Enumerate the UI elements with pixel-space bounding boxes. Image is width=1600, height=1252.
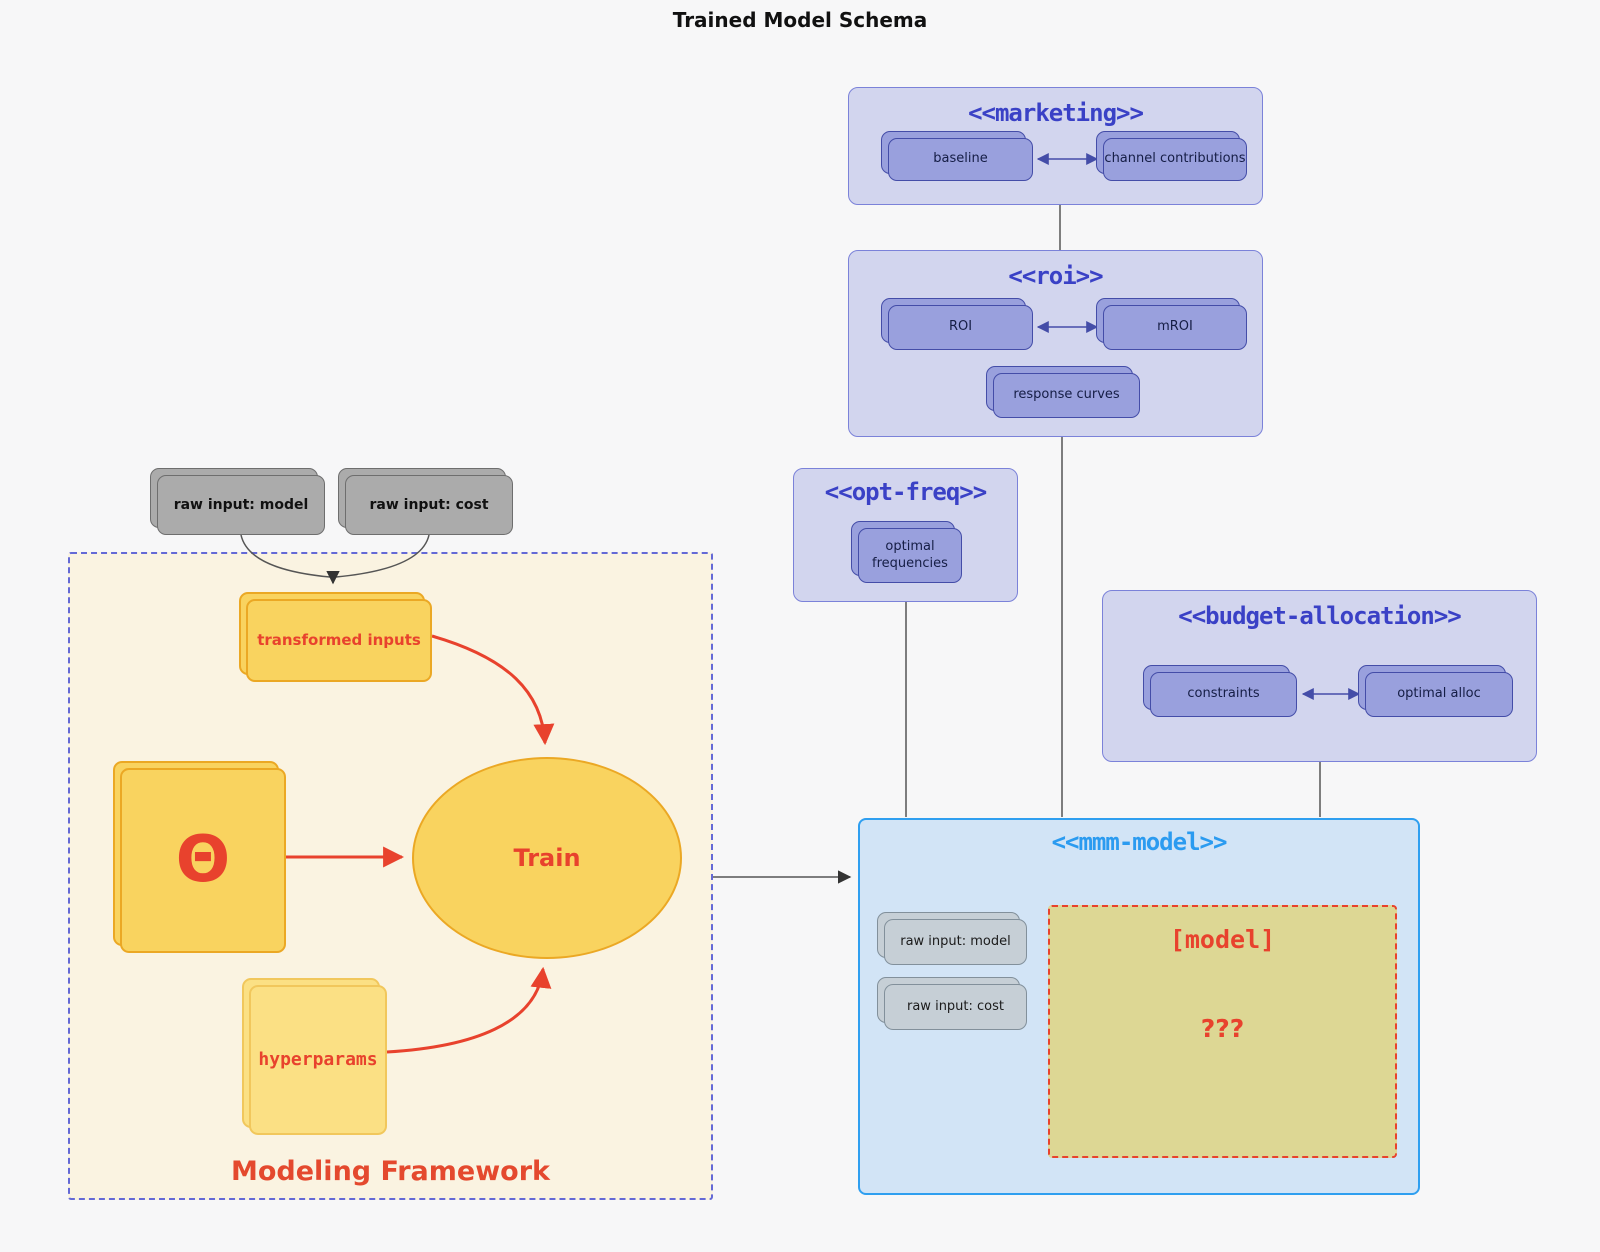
node-roi: ROI [888,305,1033,350]
page-title: Trained Model Schema [672,8,928,32]
roi-title: <<roi>> [1008,262,1103,290]
node-raw-input-model: raw input: model [157,475,325,535]
node-mmm-raw-input-model: raw input: model [884,919,1027,965]
budget-allocation-title: <<budget-allocation>> [1178,602,1461,630]
node-baseline: baseline [888,138,1033,181]
unknown-label: ??? [1200,1014,1245,1043]
node-constraints: constraints [1150,672,1297,717]
modeling-framework-label: Modeling Framework [231,1156,550,1187]
node-hyperparams: hyperparams [249,985,387,1135]
model-tag-label: [model] [1169,925,1276,954]
node-optimal-alloc: optimal alloc [1365,672,1513,717]
node-mmm-raw-input-cost: raw input: cost [884,984,1027,1030]
model-placeholder-box [1048,905,1397,1158]
mmm-model-title: <<mmm-model>> [1051,828,1228,856]
node-theta: Θ [120,768,286,953]
node-response-curves: response curves [993,373,1140,418]
node-train: Train [412,757,682,959]
node-optimal-frequencies: optimal frequencies [858,528,962,583]
opt-freq-title: <<opt-freq>> [824,478,987,506]
node-channel-contributions: channel contributions [1103,138,1247,181]
node-mroi: mROI [1103,305,1247,350]
node-raw-input-cost: raw input: cost [345,475,513,535]
marketing-title: <<marketing>> [968,99,1144,127]
node-transformed-inputs: transformed inputs [246,599,432,682]
